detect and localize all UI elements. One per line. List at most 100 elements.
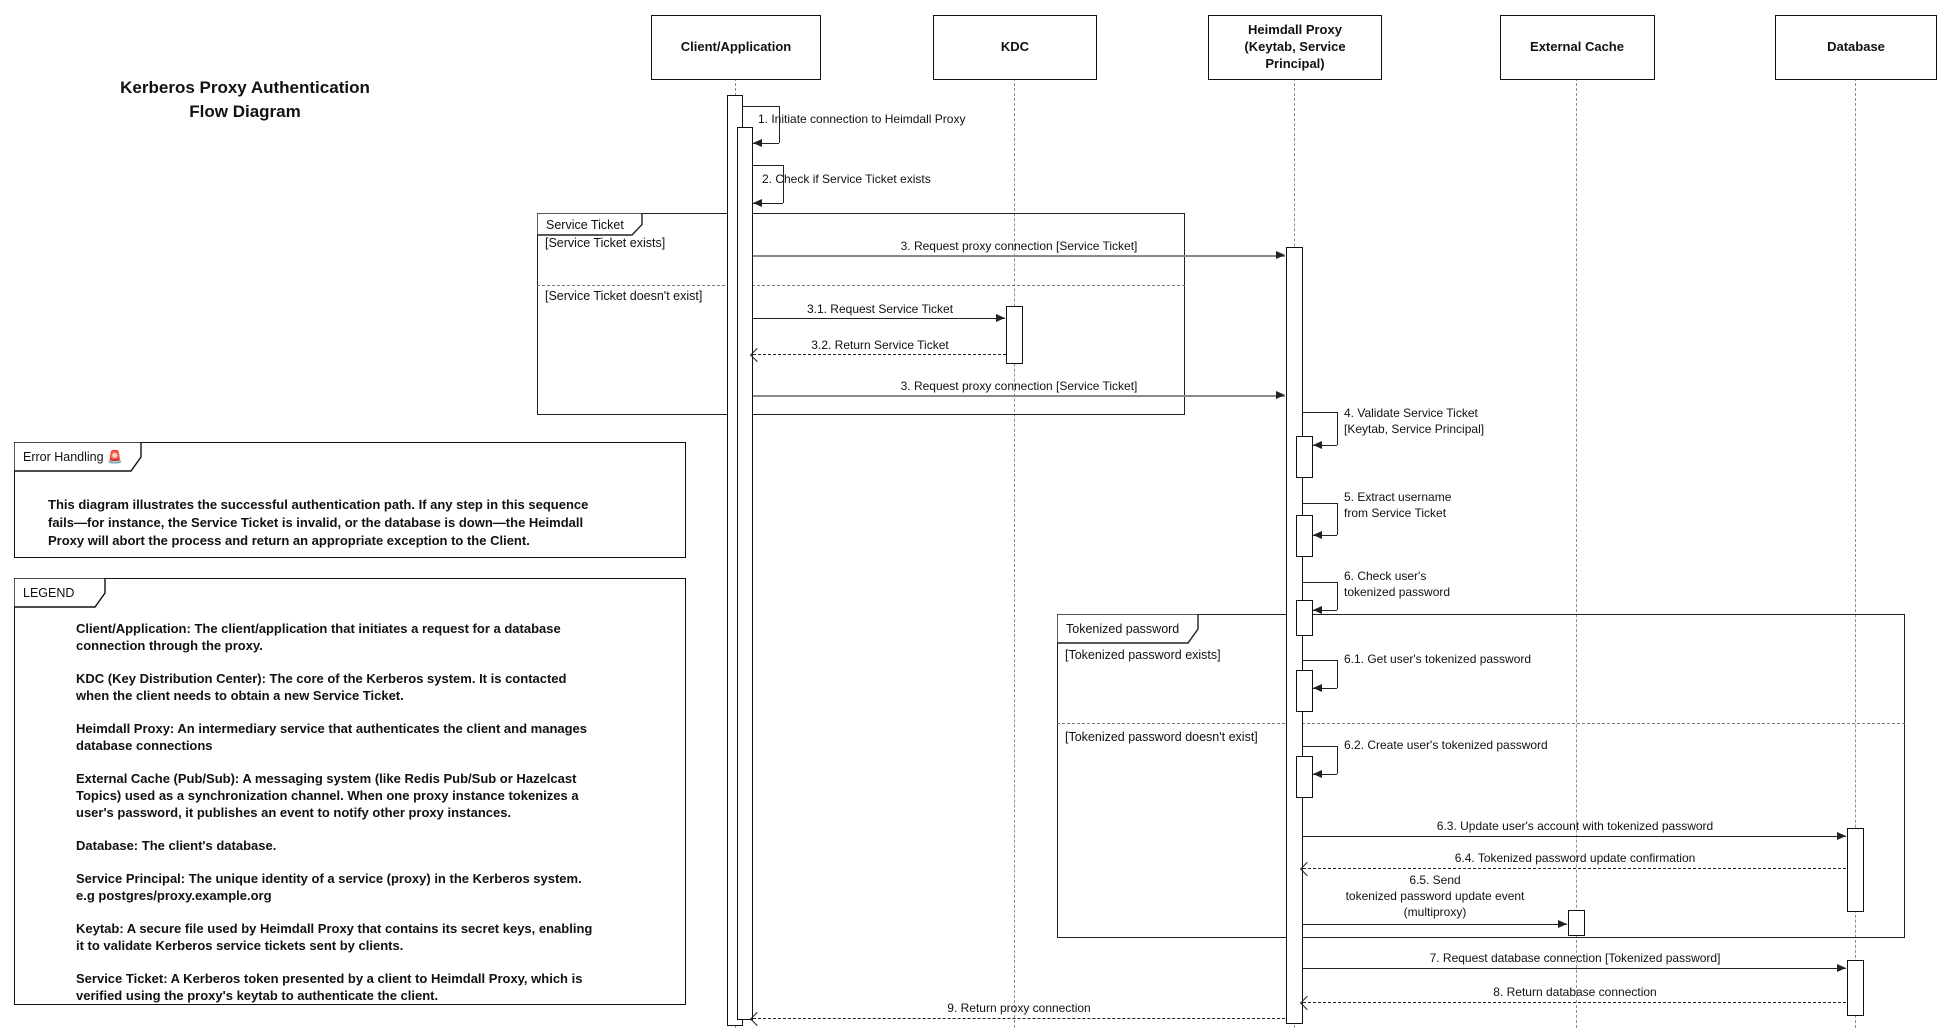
activation-heimdall-msg6: [1296, 600, 1313, 636]
message-6.2-loop-back: [1313, 774, 1337, 775]
participant-db-label: Database: [1827, 39, 1885, 55]
diagram-title: Flow Diagram: [189, 102, 301, 121]
message-6.1-arrowhead: [1313, 684, 1322, 692]
alt-frame-tab: Service Ticket: [537, 213, 643, 236]
message-1-arrowhead: [753, 139, 762, 147]
message-7-arrowhead: [1837, 964, 1846, 972]
message-6.5-arrowhead: [1558, 920, 1567, 928]
message-6-loop-out: [1303, 582, 1337, 583]
note-error-text-line: Proxy will abort the process and return …: [48, 533, 530, 548]
note-error-text-line: fails—for instance, the Service Ticket i…: [48, 515, 584, 530]
message-1-loop-back: [753, 143, 779, 144]
activation-kdc: [1006, 306, 1023, 364]
legend-entry-line: Heimdall Proxy: An intermediary service …: [76, 721, 588, 736]
message-4-loop-vert: [1337, 412, 1338, 445]
participant-cache-box: External Cache: [1499, 15, 1655, 80]
legend-entry-line: connection through the proxy.: [76, 638, 263, 653]
message-3b-text: 3. Request proxy connection [Service Tic…: [900, 379, 1138, 393]
note-error-tab: Error Handling 🚨: [14, 442, 142, 472]
message-2-loop-vert: [783, 165, 784, 203]
participant-kdc-label: KDC: [1000, 39, 1030, 55]
message-6.2-loop-out: [1303, 746, 1337, 747]
legend-entry-line: Service Principal: The unique identity o…: [76, 871, 582, 886]
note-legend-tab-shape: [14, 578, 106, 608]
message-5-loop-vert: [1337, 503, 1338, 535]
legend-entry-line: when the client needs to obtain a new Se…: [76, 688, 404, 703]
message-3b-arrowhead: [1276, 391, 1285, 399]
message-3.2-line: [753, 354, 1006, 355]
message-1-loop-out: [743, 106, 779, 107]
message-2-text: 2. Check if Service Ticket exists: [762, 172, 931, 186]
message-7-text: 7. Request database connection [Tokenize…: [1429, 951, 1721, 965]
legend-entry-line: e.g postgres/proxy.example.org: [76, 888, 272, 903]
legend-entry-line: user's password, it publishes an event t…: [76, 805, 512, 820]
message-6.1-text: 6.1. Get user's tokenized password: [1344, 652, 1532, 666]
message-6-loop-back: [1313, 610, 1337, 611]
message-6.3-line: [1303, 836, 1846, 837]
message-6.5-text: 6.5. Send: [1409, 873, 1461, 887]
message-6-arrowhead: [1313, 606, 1322, 614]
message-6.4-text: 6.4. Tokenized password update confirmat…: [1454, 851, 1696, 865]
message-6.5-text: tokenized password update event: [1345, 889, 1525, 903]
note-legend-label: LEGEND: [23, 586, 75, 600]
message-4-loop-out: [1303, 412, 1337, 413]
message-5-arrowhead: [1313, 531, 1322, 539]
note-error-label: Error Handling 🚨: [23, 449, 123, 464]
alt-frame-tab-shape: [1057, 614, 1199, 644]
message-4-loop-back: [1313, 445, 1337, 446]
message-3.1-arrowhead: [996, 314, 1005, 322]
message-4-arrowhead: [1313, 441, 1322, 449]
participant-kdc-box: KDC: [933, 15, 1097, 80]
alt-frame-tokenized-password: [1057, 614, 1905, 938]
message-7-line: [1303, 968, 1846, 969]
message-6-text: 6. Check user's: [1344, 569, 1427, 583]
message-6.1-loop-back: [1313, 688, 1337, 689]
participant-client-label: Client/Application: [680, 39, 792, 55]
legend-entry-line: External Cache (Pub/Sub): A messaging sy…: [76, 771, 577, 786]
message-2-loop-back: [753, 203, 783, 204]
message-6.1-loop-vert: [1337, 660, 1338, 688]
legend-entry-line: Topics) used as a synchronization channe…: [76, 788, 579, 803]
activation-heimdall-msg4: [1296, 436, 1313, 478]
message-9-text: 9. Return proxy connection: [947, 1001, 1091, 1015]
activation-db-1: [1847, 828, 1864, 912]
guard-condition: [Service Ticket doesn't exist]: [545, 289, 703, 303]
message-3.2-text: 3.2. Return Service Ticket: [811, 338, 949, 352]
message-3.1-text: 3.1. Request Service Ticket: [806, 302, 954, 316]
message-1-loop-vert: [779, 106, 780, 143]
participant-heimdall-label: Heimdall Proxy: [1248, 22, 1342, 38]
message-6.2-text: 6.2. Create user's tokenized password: [1344, 738, 1548, 752]
legend-entry-line: Keytab: A secure file used by Heimdall P…: [76, 921, 593, 936]
message-6.3-text: 6.3. Update user's account with tokenize…: [1436, 819, 1714, 833]
message-1-text: 1. Initiate connection to Heimdall Proxy: [758, 112, 966, 126]
participant-client-box: Client/Application: [651, 15, 821, 80]
message-3.1-line: [753, 318, 1005, 319]
message-6.2-loop-vert: [1337, 746, 1338, 774]
message-2-loop-out: [753, 165, 783, 166]
legend-entry-line: KDC (Key Distribution Center): The core …: [76, 671, 567, 686]
note-legend-box: [14, 578, 686, 1005]
message-3a-arrowhead: [1276, 251, 1285, 259]
note-legend-tab: LEGEND: [14, 578, 106, 608]
activation-db-2: [1847, 960, 1864, 1016]
diagram-title: Kerberos Proxy Authentication: [120, 78, 370, 97]
message-5-text: from Service Ticket: [1344, 506, 1447, 520]
alt-frame-label: Tokenized password: [1066, 622, 1180, 636]
legend-entry-line: Client/Application: The client/applicati…: [76, 621, 561, 636]
participant-heimdall-label: Principal): [1265, 55, 1325, 71]
lifeline-db: [1855, 78, 1856, 1028]
legend-entry-line: it to validate Kerberos service tickets …: [76, 938, 404, 953]
alt-frame-divider: [537, 285, 1185, 286]
message-2-arrowhead: [753, 199, 762, 207]
message-5-loop-back: [1313, 535, 1337, 536]
message-6-loop-vert: [1337, 582, 1338, 610]
activation-heimdall-msg5: [1296, 515, 1313, 557]
message-8-text: 8. Return database connection: [1493, 985, 1657, 999]
message-6.4-line: [1303, 868, 1846, 869]
message-3a-line: [753, 255, 1285, 257]
guard-condition: [Service Ticket exists]: [545, 236, 666, 250]
legend-entry-line: database connections: [76, 738, 213, 753]
activation-heimdall-msg62: [1296, 756, 1313, 798]
activation-client-inner: [737, 127, 753, 1020]
message-4-text: 4. Validate Service Ticket: [1344, 406, 1478, 420]
